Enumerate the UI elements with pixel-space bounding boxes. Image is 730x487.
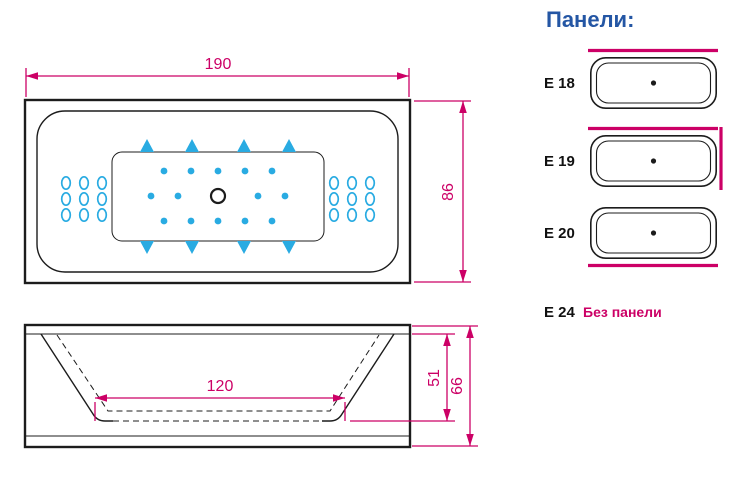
- panel-code: E 18: [544, 75, 575, 92]
- dim-bottom-width-label: 120: [207, 378, 234, 395]
- dim-width: 190: [25, 56, 410, 97]
- floor-jet-dot: [160, 167, 168, 175]
- arrowhead: [95, 394, 107, 402]
- arrowhead: [459, 270, 467, 282]
- jet-ring: [346, 207, 358, 223]
- panel-option-e18: E 18: [544, 48, 718, 109]
- side-view-diagram: 120 51 66: [23, 323, 478, 449]
- floor-jet-dot: [187, 167, 195, 175]
- floor-jet-dot: [187, 217, 195, 225]
- tub-side-outline: [23, 323, 412, 449]
- dim-overall-height: 66: [412, 325, 478, 447]
- panel-code: E 20: [544, 225, 575, 242]
- dim-height-label: 86: [440, 183, 457, 201]
- tub-icon: [589, 207, 718, 260]
- jet-ring: [60, 175, 72, 191]
- arrowhead: [443, 409, 451, 421]
- tub-outer-edge: [23, 98, 412, 285]
- floor-jet-dot: [214, 167, 222, 175]
- side-jets-left: [60, 175, 108, 223]
- jet-triangle: [185, 241, 199, 254]
- dim-height: 86: [414, 100, 471, 283]
- floor-jet-dot: [241, 167, 249, 175]
- panel-code: E 24: [544, 304, 576, 321]
- basin-inner-hidden: [56, 334, 380, 412]
- drain: [209, 187, 227, 205]
- panel-code: E 19: [544, 153, 575, 170]
- jet-ring: [328, 191, 340, 207]
- tub-floor-panel: [111, 151, 325, 242]
- dim-depth: 51: [350, 333, 455, 422]
- jet-ring: [364, 207, 376, 223]
- panels-heading: Панели:: [546, 7, 634, 32]
- jet-ring: [60, 207, 72, 223]
- jet-nozzles-top: [140, 139, 296, 152]
- jet-ring: [346, 191, 358, 207]
- floor-jet-dot: [241, 217, 249, 225]
- jet-triangle: [282, 139, 296, 152]
- floor-jet-dot: [174, 192, 182, 200]
- panels-section: Панели: E 18 E 19 E 20 E 24 Без панели: [544, 7, 723, 321]
- jet-ring: [96, 175, 108, 191]
- jet-ring: [78, 191, 90, 207]
- floor-jet-dot: [147, 192, 155, 200]
- jet-triangle: [237, 241, 251, 254]
- floor-jet-dot: [268, 167, 276, 175]
- jet-ring: [78, 175, 90, 191]
- jet-ring: [328, 175, 340, 191]
- floor-jet-dot: [268, 217, 276, 225]
- dim-overall-height-label: 66: [449, 377, 466, 395]
- dim-depth-label: 51: [426, 369, 443, 387]
- arrowhead: [397, 72, 409, 80]
- floor-jet-dot: [160, 217, 168, 225]
- jet-ring: [364, 175, 376, 191]
- tub-rim: [36, 110, 399, 273]
- arrowhead: [26, 72, 38, 80]
- panel-note: Без панели: [583, 304, 662, 320]
- top-view-diagram: 190 86: [23, 56, 471, 285]
- panel-option-e20: E 20: [544, 207, 718, 268]
- jet-triangle: [282, 241, 296, 254]
- jet-ring: [328, 207, 340, 223]
- jet-ring: [346, 175, 358, 191]
- panel-option-e19: E 19: [544, 126, 723, 190]
- floor-jet-dot: [281, 192, 289, 200]
- floor-jet-dot: [254, 192, 262, 200]
- dim-width-label: 190: [205, 56, 232, 73]
- floor-jets: [147, 167, 289, 225]
- tub-icon: [589, 135, 718, 187]
- jet-triangle: [140, 139, 154, 152]
- basin-wall-right: [322, 333, 395, 422]
- arrowhead: [466, 326, 474, 338]
- jet-ring: [96, 207, 108, 223]
- jet-triangle: [237, 139, 251, 152]
- arrowhead: [333, 394, 345, 402]
- jet-ring: [60, 191, 72, 207]
- tub-icon: [589, 56, 718, 109]
- arrowhead: [443, 334, 451, 346]
- side-jets-right: [328, 175, 376, 223]
- jet-triangle: [140, 241, 154, 254]
- floor-jet-dot: [214, 217, 222, 225]
- jet-ring: [78, 207, 90, 223]
- arrowhead: [466, 434, 474, 446]
- jet-ring: [96, 191, 108, 207]
- jet-nozzles-bottom: [140, 241, 296, 254]
- jet-triangle: [185, 139, 199, 152]
- arrowhead: [459, 101, 467, 113]
- jet-ring: [364, 191, 376, 207]
- dim-bottom-width: 120: [94, 378, 346, 421]
- panel-option-e24: E 24 Без панели: [544, 304, 662, 321]
- basin-wall-left: [40, 333, 113, 422]
